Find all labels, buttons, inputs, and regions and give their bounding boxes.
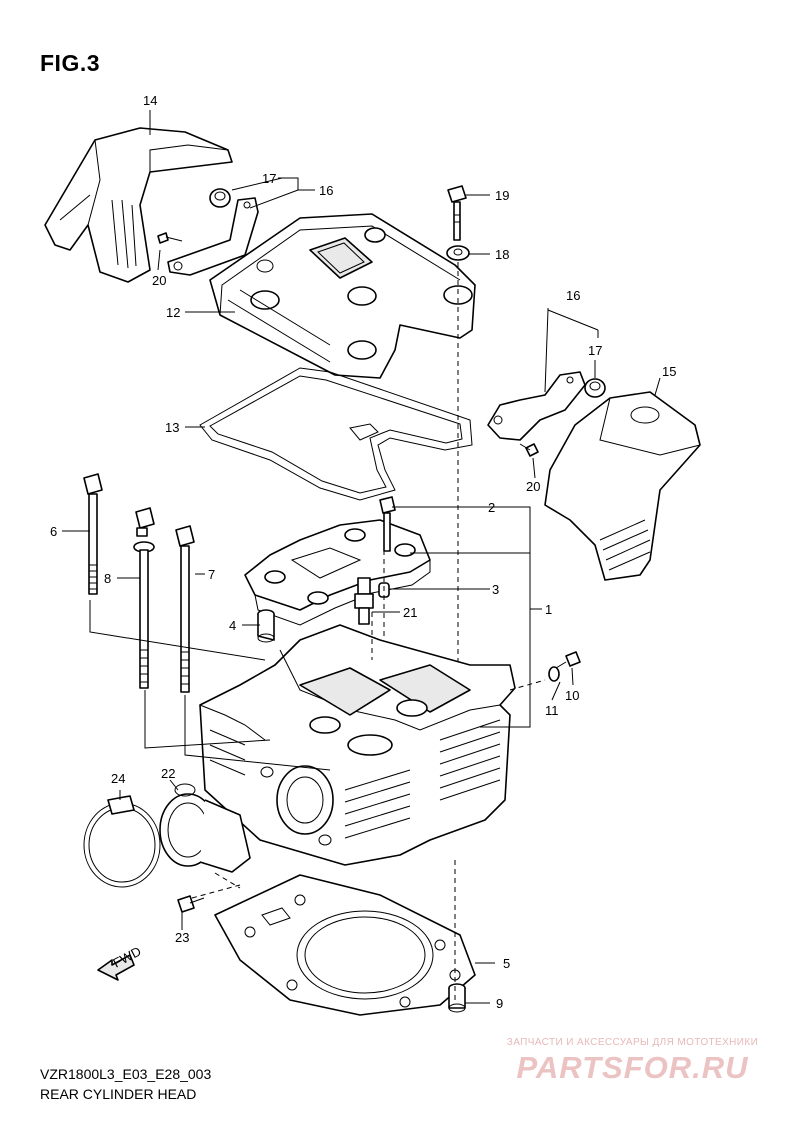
label-part-3: 3 xyxy=(492,582,499,597)
label-part-20-upper: 20 xyxy=(152,273,166,288)
part-24-clamp xyxy=(83,795,161,888)
part-7-bolt xyxy=(175,525,195,693)
part-12-head-cover xyxy=(209,213,476,379)
part-labels: 14 17 16 19 18 20 12 13 16 17 15 20 2 3 … xyxy=(50,93,676,1011)
cylinder-head xyxy=(199,624,516,866)
label-part-15: 15 xyxy=(662,364,676,379)
part-16-bracket-upper xyxy=(167,197,259,276)
label-part-23: 23 xyxy=(175,930,189,945)
part-5-head-gasket xyxy=(214,874,476,1016)
part-16-bracket-right xyxy=(487,371,586,441)
label-part-13: 13 xyxy=(165,420,179,435)
label-part-9: 9 xyxy=(496,996,503,1011)
watermark-brand: PARTSFOR.RU xyxy=(516,1050,749,1085)
label-part-6: 6 xyxy=(50,524,57,539)
label-part-7: 7 xyxy=(208,567,215,582)
part-21-spark-plug xyxy=(354,577,374,625)
part-11-washer xyxy=(548,666,560,682)
part-14-cover-left xyxy=(44,127,233,283)
part-17-grommet-right xyxy=(584,378,606,398)
model-code: VZR1800L3_E03_E28_003 xyxy=(40,1066,212,1082)
label-part-11: 11 xyxy=(545,703,559,718)
part-23-bolt xyxy=(177,895,205,913)
label-part-17-right: 17 xyxy=(588,343,602,358)
label-part-24: 24 xyxy=(111,771,125,786)
part-18-washer xyxy=(446,245,470,261)
part-15-cover-right xyxy=(544,391,701,581)
label-part-18: 18 xyxy=(495,247,509,262)
label-part-8: 8 xyxy=(104,571,111,586)
figure-title: FIG.3 xyxy=(40,50,101,76)
watermark: ЗАПЧАСТИ И АКСЕССУАРЫ ДЛЯ МОТОТЕХНИКИ PA… xyxy=(480,1037,785,1086)
label-part-19: 19 xyxy=(495,188,509,203)
part-20-bolt-right xyxy=(519,443,539,457)
part-20-bolt-upper xyxy=(157,232,183,244)
part-9-dowel xyxy=(448,983,466,1013)
label-part-5: 5 xyxy=(503,956,510,971)
label-part-17-upper: 17 xyxy=(262,171,276,186)
label-part-14: 14 xyxy=(143,93,157,108)
part-22-intake-pipe xyxy=(159,783,251,873)
part-13-gasket xyxy=(199,367,473,501)
figure-caption: REAR CYLINDER HEAD xyxy=(40,1086,197,1102)
leader-lines xyxy=(62,110,661,1004)
label-part-21: 21 xyxy=(403,605,417,620)
part-19-bolt xyxy=(447,185,467,241)
part-8-bolt xyxy=(133,507,155,689)
part-4-valve-guide xyxy=(257,609,275,643)
part-2-bolt xyxy=(379,496,396,552)
label-part-1: 1 xyxy=(545,602,552,617)
part-10-bolt xyxy=(555,651,581,669)
label-part-20-right: 20 xyxy=(526,479,540,494)
label-part-22: 22 xyxy=(161,766,175,781)
watermark-tagline: ЗАПЧАСТИ И АКСЕССУАРЫ ДЛЯ МОТОТЕХНИКИ xyxy=(506,1037,759,1048)
part-17-grommet-upper xyxy=(209,188,231,208)
label-part-4: 4 xyxy=(229,618,236,633)
label-part-2: 2 xyxy=(488,500,495,515)
label-part-16-right: 16 xyxy=(566,288,580,303)
part-6-bolt xyxy=(83,473,103,595)
label-part-12: 12 xyxy=(166,305,180,320)
fwd-arrow-icon: FWD xyxy=(97,944,144,981)
label-part-10: 10 xyxy=(565,688,579,703)
label-part-16-upper: 16 xyxy=(319,183,333,198)
